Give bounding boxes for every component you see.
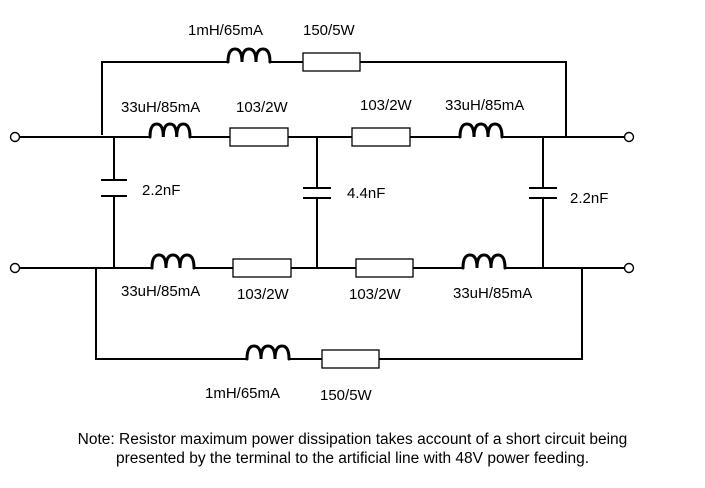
note-line-2: presented by the terminal to the artific… — [115, 450, 589, 467]
label-upper-resistor-right: 103/2W — [360, 97, 413, 114]
resistor-bottom — [321, 349, 380, 369]
label-upper-inductor-right: 33uH/85mA — [445, 97, 524, 114]
terminal-upper-right — [623, 131, 635, 143]
footnote: Note: Resistor maximum power dissipation… — [0, 430, 705, 468]
label-lower-inductor-right: 33uH/85mA — [453, 285, 532, 302]
capacitor-right-plates — [529, 187, 557, 199]
wire-bottom-bypass — [95, 268, 583, 360]
resistor-upper-left — [229, 127, 289, 147]
inductor-lower-right — [461, 253, 507, 270]
artificial-line-schematic: 1mH/65mA 150/5W 33uH/85mA 103/2W 103/2W … — [9, 22, 635, 404]
wire-top-bypass — [101, 61, 567, 138]
label-bottom-inductor: 1mH/65mA — [205, 385, 280, 402]
label-top-inductor: 1mH/65mA — [188, 22, 263, 39]
label-cap-left: 2.2nF — [142, 182, 180, 199]
resistor-top — [302, 52, 361, 72]
resistor-lower-left — [232, 258, 292, 278]
label-bottom-resistor: 150/5W — [320, 387, 373, 404]
terminal-upper-left — [9, 131, 21, 143]
inductor-lower-left — [150, 253, 196, 270]
capacitor-middle-plates — [303, 187, 331, 199]
note-line-1: Note: Resistor maximum power dissipation… — [77, 431, 628, 448]
inductor-upper-right — [458, 122, 504, 139]
terminal-lower-right — [623, 262, 635, 274]
label-lower-resistor-right: 103/2W — [349, 286, 402, 303]
resistor-lower-right — [355, 258, 414, 278]
capacitor-left-plates — [101, 179, 127, 197]
label-cap-middle: 4.4nF — [347, 185, 385, 202]
inductor-bottom — [245, 344, 291, 361]
label-lower-resistor-left: 103/2W — [237, 286, 290, 303]
inductor-upper-left — [148, 122, 192, 139]
resistor-upper-right — [351, 127, 411, 147]
label-upper-inductor-left: 33uH/85mA — [121, 99, 200, 116]
terminal-lower-left — [9, 262, 21, 274]
label-cap-right: 2.2nF — [570, 190, 608, 207]
label-lower-inductor-left: 33uH/85mA — [121, 283, 200, 300]
label-upper-resistor-left: 103/2W — [236, 99, 289, 116]
label-top-resistor: 150/5W — [303, 22, 356, 39]
inductor-top — [226, 47, 272, 64]
